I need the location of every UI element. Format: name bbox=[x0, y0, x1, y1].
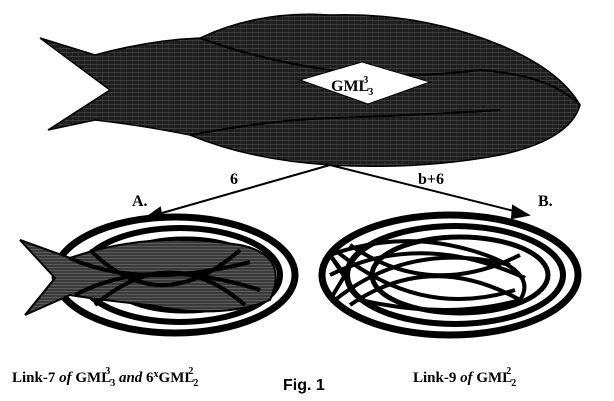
caption-left: Link-7 of GML33 and 6xGML22 bbox=[12, 367, 198, 389]
figure-label: Fig. 1 bbox=[283, 378, 325, 394]
arrow-left-label: 6 bbox=[230, 172, 238, 188]
branch-arrows bbox=[146, 165, 528, 220]
panel-b-link-diagram bbox=[322, 215, 578, 335]
top-mesh-shape bbox=[40, 14, 580, 166]
panel-a-link-diagram bbox=[20, 217, 295, 333]
arrow-right-label: b+6 bbox=[418, 172, 444, 188]
top-shape-label: GML33 bbox=[331, 76, 373, 98]
panel-b-label: B. bbox=[538, 194, 553, 210]
panel-a-label: A. bbox=[132, 194, 148, 210]
caption-right: Link-9 of GML22 bbox=[413, 367, 516, 389]
